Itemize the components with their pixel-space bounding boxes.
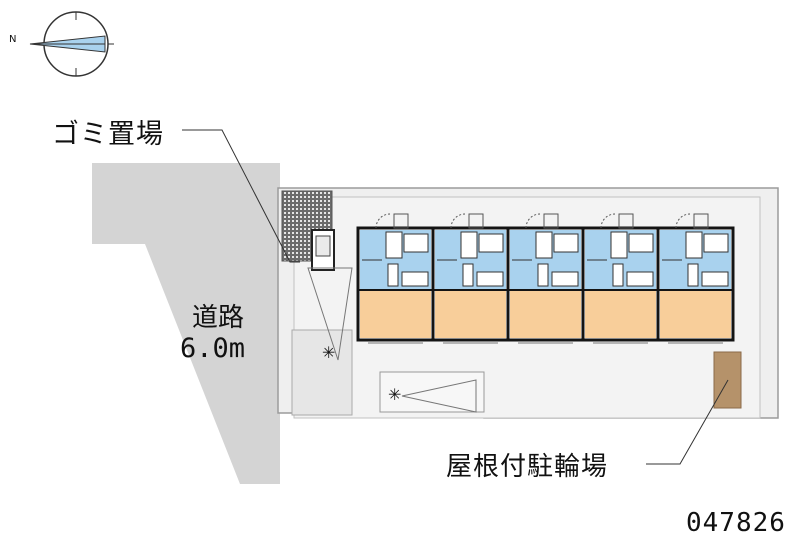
unit-4-living-room <box>585 290 656 338</box>
leader-bike <box>646 379 729 465</box>
garbage-area-label: ゴミ置場 <box>52 119 164 150</box>
unit-5-living-room <box>660 290 731 338</box>
apartment-building <box>356 213 735 344</box>
compass-north-label: N <box>9 34 17 45</box>
unit-2-living-room <box>435 290 506 338</box>
entrance-path <box>291 329 353 416</box>
bike-parking-label: 屋根付駐輪場 <box>446 452 609 482</box>
unit-1-living-room <box>360 290 431 338</box>
road <box>92 163 280 484</box>
unit-3-living-room <box>510 290 581 338</box>
road-width-label: 6.0m <box>180 333 246 364</box>
compass-rose-icon <box>29 11 114 77</box>
parking-space <box>379 371 485 413</box>
tree-icon: ✳ <box>322 343 335 362</box>
property-id: 047826 <box>686 508 786 538</box>
road-label: 道路 <box>192 303 245 333</box>
leader-garbage <box>182 129 300 263</box>
tree-icon-2: ✳ <box>388 385 401 404</box>
